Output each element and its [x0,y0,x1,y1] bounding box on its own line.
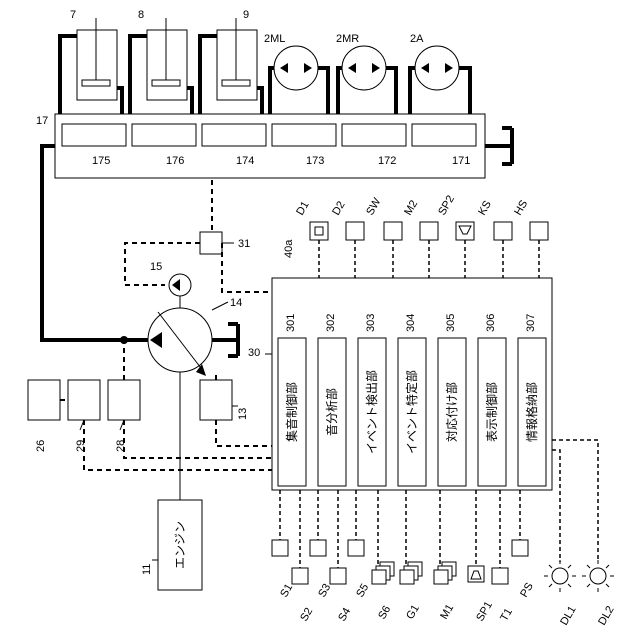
unit-number: 307 [525,314,537,332]
device-label: M2 [402,198,420,217]
sensor-box [292,568,308,584]
device-label: D1 [294,199,311,217]
unit-number: 302 [325,314,337,332]
bottom-device-label: DL1 [558,604,578,627]
stacked-device-s6 [372,562,394,584]
bottom-device-label: S6 [376,604,393,622]
device-label: SP2 [436,193,457,217]
valve-section-label: 175 [92,155,110,167]
bottom-device-label: S4 [336,606,353,624]
device-m2: M2 [402,198,438,278]
cylinder-8-label: 8 [138,9,144,21]
motor-2ml-label: 2ML [264,33,285,45]
sensor-box [348,540,364,556]
pilot-circuit: 31 15 [125,180,272,312]
engine-label: 11 [141,564,153,575]
unit-name: 音分析部 [324,388,339,436]
device-d2: D2 [330,199,364,278]
device-sp2: SP2 [436,193,474,278]
unit-name: イベント検出部 [364,370,379,454]
cylinder-7: 7 [60,9,122,114]
unit-302: 音分析部 302 [318,314,346,486]
bottom-device-label: T1 [498,606,515,623]
unit-303: イベント検出部 303 [358,314,386,486]
bottom-device-label: PS [518,581,536,600]
motor-2ml: 2ML [264,33,328,114]
sensor-box [310,540,326,556]
device-label: KS [476,199,494,218]
unit-306: 表示制御部 306 [478,314,506,486]
unit-name: イベント特定部 [404,370,419,454]
valve-section-label: 172 [378,155,396,167]
unit-name: 対応付け部 [444,382,459,442]
box-26-label: 26 [35,440,47,452]
bottom-device-label: SP1 [474,599,495,623]
device-d1: D1 40a [283,199,328,278]
unit-301: 集音制御部 301 [278,314,306,486]
cylinder-9-label: 9 [243,9,249,21]
controller-units: 集音制御部 301 音分析部 302 イベント検出部 303 イベント特定部 3… [278,314,546,486]
device-label: SW [364,196,384,218]
valve-section-label: 171 [452,155,470,167]
sensor-box [492,568,508,584]
box-13-label: 13 [237,408,249,420]
device-hs: HS [512,198,548,278]
left-device-boxes: 26 29 28 13 [28,340,272,470]
box-29-label: 29 [75,440,87,452]
motor-2mr-label: 2MR [336,33,359,45]
motor-2mr: 2MR [336,33,396,114]
stacked-device-m1 [434,562,456,584]
control-valve-block: 17 175 176 174 173 172 171 [36,114,512,178]
device-label: HS [512,198,530,217]
unit-name: 集音制御部 [284,382,299,442]
device-ks: KS [476,199,512,278]
unit-304: イベント特定部 304 [398,314,426,486]
top-device-row: D1 40a D2 SW M2 SP2 KS [283,193,548,278]
bottom-device-label: G1 [404,603,422,622]
sensor-box [512,540,528,556]
speaker-sp1 [468,566,484,582]
lamp-dl2 [582,560,614,592]
sensor-box [272,540,288,556]
unit-number: 306 [485,314,497,332]
bottom-device-label: DL2 [596,604,616,627]
valve-section-label: 176 [166,155,184,167]
unit-name: 表示制御部 [484,382,499,442]
controller-label: 30 [248,347,260,359]
unit-number: 301 [285,314,297,332]
bottom-device-label: S5 [354,582,371,600]
bottom-device-label: S2 [298,606,315,624]
device-sw: SW [364,196,402,278]
engine: エンジン 11 [141,500,202,590]
unit-number: 304 [405,314,417,332]
valve-section-label: 173 [306,155,324,167]
valve-section-label: 174 [236,155,254,167]
unit-307: 情報格納部 307 [518,314,546,486]
cylinder-8: 8 [130,9,192,114]
cylinder-7-label: 7 [70,9,76,21]
unit-number: 305 [445,314,457,332]
box-28-label: 28 [115,440,127,452]
engine-text: エンジン [173,521,187,569]
stacked-device-g1 [400,562,422,584]
pilot-sensor-label: 31 [238,238,250,250]
device-sublabel: 40a [283,239,295,258]
unit-number: 303 [365,314,377,332]
device-label: D2 [330,199,347,217]
main-pump-label: 14 [230,297,242,309]
valve-block-label: 17 [36,115,48,127]
cylinder-9: 9 [200,9,262,114]
lamp-dl1 [544,560,576,592]
unit-name: 情報格納部 [524,382,539,442]
sensor-box [330,568,346,584]
motor-2a: 2A [410,33,470,114]
motor-2a-label: 2A [410,33,424,45]
bottom-device-label: M1 [438,602,456,621]
unit-305: 対応付け部 305 [438,314,466,486]
pilot-pump-label: 15 [150,261,162,273]
